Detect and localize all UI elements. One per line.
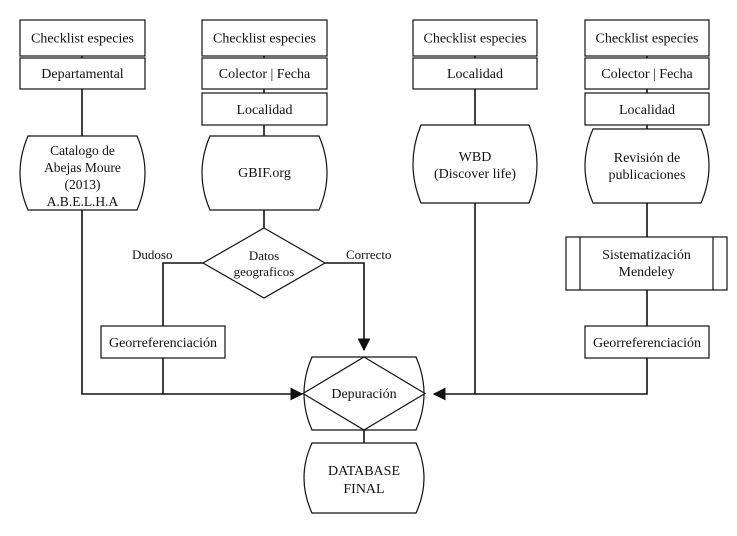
c2-colector-text: Colector | Fecha: [219, 67, 311, 82]
georef-left-box: [100, 325, 226, 359]
decision-area: Datos geograficos Dudoso Correcto Georre…: [100, 227, 391, 359]
c4-localidad-box: [584, 92, 710, 126]
c4-sistematizacion-box: [565, 236, 728, 291]
c2-localidad-box: [201, 92, 328, 126]
depuracion-diamond: [301, 356, 427, 431]
database-final-node: DATABASE FINAL: [303, 442, 425, 514]
decision-text-line-1: Datos: [249, 248, 279, 263]
c2-colector-box: [201, 57, 328, 90]
connectors: [81, 56, 648, 443]
c3-checklist-box: [412, 19, 538, 57]
dudoso-label: Dudoso: [132, 247, 172, 262]
c2-checklist-box: [201, 19, 328, 57]
c4-colector-text: Colector | Fecha: [601, 67, 693, 82]
c3-wbd-cylinder: [412, 124, 538, 204]
edge-decision-dudoso: [162, 262, 203, 326]
c1-catalog-line-3: (2013): [65, 177, 101, 192]
c3-localidad-text: Localidad: [447, 67, 503, 82]
edge-decision-correcto: [325, 262, 371, 352]
database-final-cylinder: [303, 442, 425, 514]
c4-sistematizacion-line-1: Sistematización: [602, 248, 691, 263]
c2-localidad-text: Localidad: [237, 103, 293, 118]
c4-revision-cylinder: [584, 128, 710, 204]
depuracion-node: Depuración: [301, 356, 427, 431]
edge-right-to-depuracion: [432, 358, 648, 401]
c3-localidad-box: [412, 57, 538, 90]
c4-revision-line-1: Revisión de: [614, 151, 681, 166]
decision-text-line-2: geograficos: [234, 264, 295, 279]
column-3: Checklist especies Localidad WBD (Discov…: [412, 19, 538, 204]
database-final-line-1: DATABASE: [328, 464, 400, 479]
c2-gbif-text: GBIF.org: [238, 166, 291, 181]
c1-checklist-box: [19, 19, 146, 57]
c1-catalog-line-1: Catalogo de: [50, 143, 115, 158]
c3-wbd-line-1: WBD: [459, 150, 492, 165]
c1-departamental-box: [19, 57, 146, 90]
c4-checklist-box: [584, 19, 710, 57]
c2-gbif-cylinder: [201, 135, 328, 211]
correcto-label: Correcto: [346, 247, 391, 262]
c4-sistematizacion-line-2: Mendeley: [619, 265, 675, 280]
c1-checklist-text: Checklist especies: [31, 32, 134, 47]
georef-left-text: Georreferenciación: [109, 336, 217, 351]
c4-georef-text: Georreferenciación: [593, 336, 701, 351]
column-1: Checklist especies Departamental Catalog…: [19, 19, 146, 211]
c3-wbd-line-2: (Discover life): [434, 167, 516, 182]
c1-departamental-text: Departamental: [41, 67, 124, 82]
c1-catalog-cylinder: [19, 135, 146, 211]
c1-catalog-line-2: Abejas Moure: [44, 160, 121, 175]
edge-catalog-to-depuracion: [81, 210, 304, 401]
c2-checklist-text: Checklist especies: [213, 32, 316, 47]
column-4: Checklist especies Colector | Fecha Loca…: [565, 19, 728, 359]
decision-diamond: [201, 227, 327, 299]
c4-checklist-text: Checklist especies: [595, 32, 698, 47]
c4-colector-box: [584, 57, 710, 90]
c4-localidad-text: Localidad: [619, 103, 675, 118]
c4-georef-box: [584, 325, 710, 359]
database-final-line-2: FINAL: [343, 482, 384, 497]
c4-revision-line-2: publicaciones: [609, 168, 686, 183]
column-2: Checklist especies Colector | Fecha Loca…: [201, 19, 328, 211]
c1-catalog-line-4: A.B.E.L.H.A: [47, 194, 119, 209]
c3-checklist-text: Checklist especies: [423, 32, 526, 47]
depuracion-text: Depuración: [331, 387, 396, 402]
